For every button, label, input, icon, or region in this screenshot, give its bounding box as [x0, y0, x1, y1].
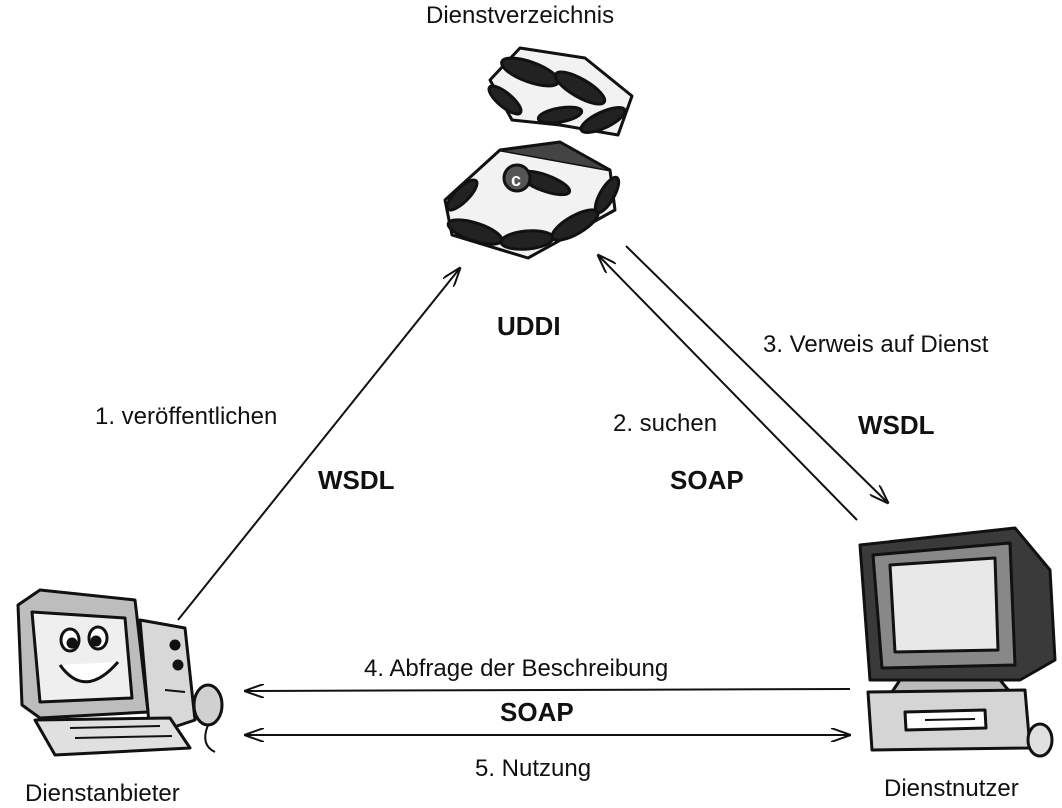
publish-arrow	[177, 268, 460, 621]
svg-text:c: c	[511, 170, 521, 190]
registry-label: UDDI	[497, 311, 561, 341]
publish-step-label: 1. veröffentlichen	[95, 403, 278, 430]
reference-protocol-label: WSDL	[858, 410, 935, 440]
publish-protocol-label: WSDL	[318, 465, 395, 495]
query-arrow	[245, 689, 851, 691]
treasure-chest-icon: c	[443, 46, 634, 260]
bottom-protocol-label: SOAP	[500, 697, 574, 727]
reference-arrow	[625, 245, 888, 503]
query-step-label: 4. Abfrage der Beschreibung	[364, 655, 669, 682]
search-step-label: 2. suchen	[613, 410, 718, 437]
search-arrow	[598, 255, 858, 521]
reference-step-label: 3. Verweis auf Dienst	[763, 331, 989, 358]
cartoon-computer-icon	[16, 588, 224, 757]
use-step-label: 5. Nutzung	[475, 755, 592, 782]
registry-title: Dienstverzeichnis	[426, 2, 615, 29]
consumer-label: Dienstnutzer	[884, 775, 1019, 802]
search-protocol-label: SOAP	[670, 465, 744, 495]
provider-label: Dienstanbieter	[25, 780, 180, 807]
desktop-computer-icon	[858, 526, 1057, 758]
